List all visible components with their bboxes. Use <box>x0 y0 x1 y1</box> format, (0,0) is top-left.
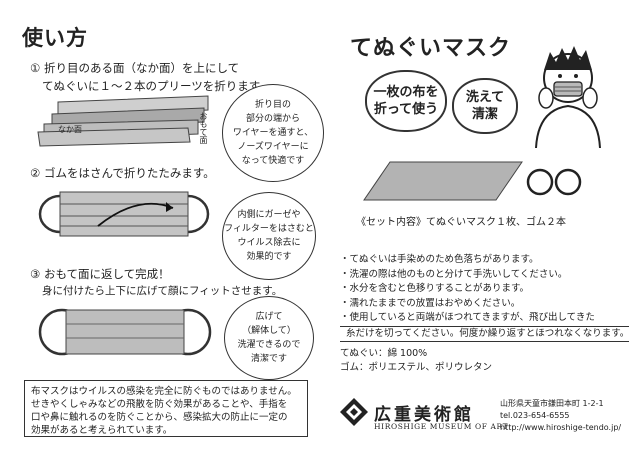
folding-with-elastic-illustration <box>38 191 210 237</box>
set-contents-text: 《セット内容》てぬぐいマスク１枚、ゴム２本 <box>356 217 566 228</box>
disclaimer-text: 布マスクはウイルスの感染を完全に防ぐものではありません。 せきやくしゃみなどの飛… <box>31 386 297 436</box>
step1-line1: ① 折り目のある面（なか面）を上にして <box>30 61 240 75</box>
tip-bubble-filter: 内側にガーゼや フィルターをはさむと ウイルス除去に 効果的です <box>222 192 316 280</box>
pleated-cloth-illustration <box>37 95 209 147</box>
care-item: ・洗濯の際は他のものと分けて手洗いしてください。 <box>340 268 568 280</box>
label-outer-face: おもて面 <box>199 112 208 144</box>
step1-line2: てぬぐいに１～２本のプリーツを折ります。 <box>42 79 271 93</box>
speech-bubble-washable: 洗えて 清潔 <box>452 78 518 134</box>
set-contents-illustration <box>363 161 582 201</box>
person-wearing-mask-icon <box>535 46 601 149</box>
care-item: 糸だけを切ってください。何度か繰り返すとほつれなくなります。 <box>340 327 630 342</box>
museum-address: 山形県天童市鎌田本町 1-2-1 <box>500 399 604 408</box>
tip-wire-text: 折り目の 部分の端から ワイヤーを通すと、 ノーズワイヤーに なって快適です <box>232 100 314 166</box>
product-title: てぬぐいマスク <box>350 36 512 61</box>
care-instructions-list: ・てぬぐいは手染めのため色落ちがあります。 ・洗濯の際は他のものと分けて手洗いし… <box>340 253 630 342</box>
disclaimer-box: 布マスクはウイルスの感染を完全に防ぐものではありません。 せきやくしゃみなどの飛… <box>24 380 308 437</box>
care-item: ・水分を含むと色移りすることがあります。 <box>340 283 530 294</box>
material-cloth: てぬぐい：綿 100% <box>340 348 428 359</box>
tip-filter-text: 内側にガーゼや フィルターをはさむと ウイルス除去に 効果的です <box>224 210 314 262</box>
label-inner-face: なか面 <box>58 125 82 134</box>
step3-line2: 身に付けたら上下に広げて顔にフィットさせます。 <box>42 285 283 297</box>
care-item: ・濡れたままでの放置はおやめください。 <box>340 297 521 309</box>
care-item: ・てぬぐいは手染めのため色落ちがあります。 <box>340 254 539 265</box>
page-title: 使い方 <box>22 26 88 50</box>
speech-one-cloth-text: 一枚の布を 折って使う <box>373 85 439 117</box>
step3-line1: ③ おもて面に返して完成！ <box>30 267 170 281</box>
care-item: ・使用していると両端がほつれてきますが、飛び出してきた <box>340 311 630 327</box>
museum-name-en: HIROSHIGE MUSEUM OF ART <box>374 422 509 431</box>
speech-bubble-one-cloth: 一枚の布を 折って使う <box>365 70 447 132</box>
museum-url[interactable]: http://www.hiroshige-tendo.jp/ <box>500 423 622 432</box>
museum-logo-icon <box>340 398 368 426</box>
tip-bubble-washable: 広げて （解体して） 洗濯できるので 清潔です <box>224 296 314 380</box>
speech-washable-text: 洗えて 清潔 <box>465 90 505 122</box>
material-elastic: ゴム：ポリエステル、ポリウレタン <box>340 362 493 373</box>
step2-line1: ② ゴムをはさんで折りたたみます。 <box>30 166 215 180</box>
museum-name: 広重美術館 <box>374 405 474 425</box>
tip-bubble-wire: 折り目の 部分の端から ワイヤーを通すと、 ノーズワイヤーに なって快適です <box>222 84 324 182</box>
museum-tel: tel.023-654-6555 <box>500 411 570 420</box>
tip-washable-text: 広げて （解体して） 洗濯できるので 清潔です <box>237 312 301 364</box>
finished-mask-illustration <box>38 308 212 356</box>
